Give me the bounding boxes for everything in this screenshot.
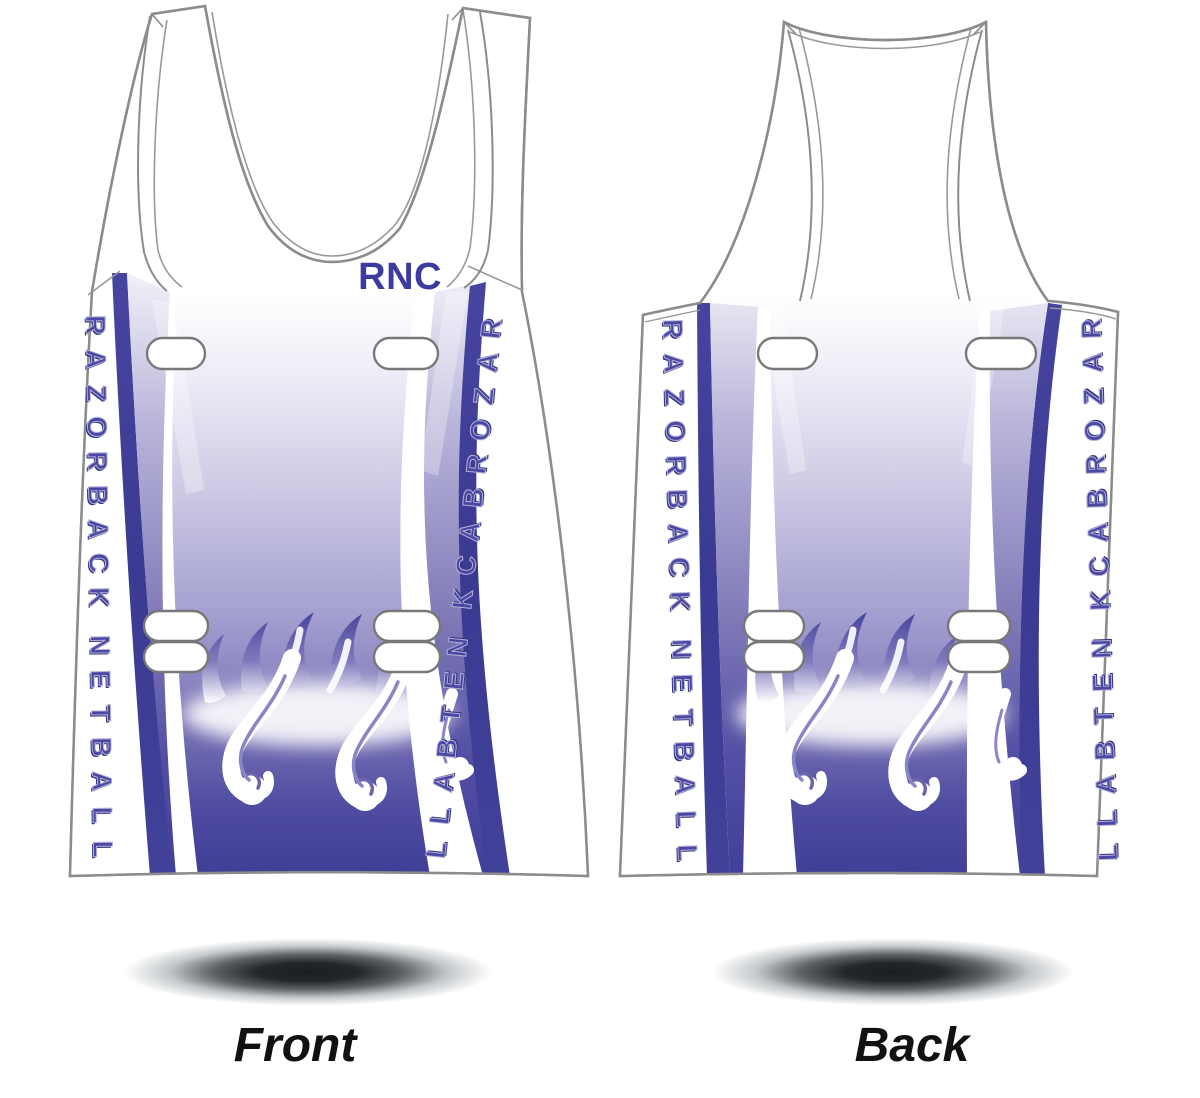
front-attachment-slots bbox=[142, 336, 442, 674]
team-name-letter: B bbox=[1080, 488, 1113, 510]
team-name-letter: R bbox=[80, 314, 112, 336]
team-name-letter: A bbox=[82, 518, 115, 540]
team-name-letter: K bbox=[664, 590, 697, 612]
back-right-stripe bbox=[1019, 303, 1062, 876]
front-seams bbox=[87, 7, 523, 296]
team-name-letter: E bbox=[85, 669, 117, 689]
team-name-letter: C bbox=[449, 554, 483, 578]
team-name-letter: A bbox=[426, 770, 460, 794]
team-name-letter: B bbox=[430, 737, 464, 761]
attachment-slot bbox=[372, 609, 442, 643]
team-name-letter: N bbox=[440, 635, 474, 659]
team-name-letter: E bbox=[437, 670, 471, 692]
team-name-letter: B bbox=[668, 740, 701, 762]
back-left-stripe bbox=[697, 303, 730, 876]
attachment-slot bbox=[142, 640, 210, 674]
team-name-letter: E bbox=[667, 673, 700, 693]
team-name-letter: A bbox=[658, 352, 691, 374]
team-name-letter: Z bbox=[81, 384, 113, 402]
team-name-letter: A bbox=[452, 520, 486, 544]
team-name-letter: L bbox=[87, 840, 119, 858]
team-name-letter: O bbox=[1078, 419, 1111, 443]
team-name-letter: T bbox=[433, 704, 467, 725]
front-garment bbox=[68, 4, 590, 878]
attachment-slot bbox=[742, 640, 806, 674]
front-chest-logo: RNC bbox=[358, 256, 442, 298]
team-name-letter: A bbox=[669, 774, 702, 796]
attachment-slot bbox=[372, 640, 442, 674]
attachment-slot bbox=[145, 336, 207, 371]
team-name-letter: N bbox=[1085, 638, 1118, 660]
team-name-letter: R bbox=[1075, 318, 1108, 340]
attachment-slot bbox=[756, 336, 819, 371]
back-view-label: Back bbox=[854, 1019, 970, 1072]
team-name-letter: R bbox=[474, 317, 508, 341]
team-name-letter: O bbox=[463, 418, 497, 444]
team-name-letter: R bbox=[460, 452, 494, 476]
team-name-letter: C bbox=[83, 552, 115, 574]
front-floor-shadow bbox=[58, 926, 558, 1018]
team-name-letter: L bbox=[670, 809, 703, 828]
attachment-slot bbox=[372, 336, 440, 371]
team-name-letter: A bbox=[470, 351, 504, 375]
team-name-letter: K bbox=[445, 587, 479, 611]
team-name-letter: K bbox=[1083, 590, 1116, 612]
team-name-letter: B bbox=[661, 488, 694, 510]
team-name-letter: Z bbox=[1077, 388, 1110, 407]
back-floor-shadow bbox=[648, 926, 1138, 1018]
team-name-letter: C bbox=[663, 556, 696, 578]
team-name-letter: T bbox=[1087, 707, 1120, 726]
team-name-letter: T bbox=[668, 707, 700, 726]
team-name-letter: A bbox=[86, 770, 118, 792]
attachment-slot bbox=[946, 609, 1012, 643]
team-name-letter: T bbox=[85, 704, 117, 722]
team-name-letter: L bbox=[86, 806, 119, 824]
back-attachment-slots bbox=[742, 336, 1038, 674]
team-name-letter: L bbox=[423, 806, 457, 827]
team-name-letter: L bbox=[1090, 809, 1123, 828]
team-name-letter: B bbox=[82, 484, 114, 506]
team-name-letter: E bbox=[1086, 673, 1119, 693]
team-name-letter: O bbox=[81, 416, 113, 439]
team-name-letter: A bbox=[1081, 522, 1114, 544]
team-name-letter: A bbox=[80, 348, 112, 370]
team-name-letter: O bbox=[660, 419, 693, 443]
team-name-letter: B bbox=[456, 486, 490, 510]
team-name-letter: C bbox=[1082, 556, 1115, 578]
team-name-letter: R bbox=[1079, 454, 1112, 476]
team-name-letter: R bbox=[661, 454, 694, 476]
team-name-letter: B bbox=[1088, 740, 1121, 762]
front-view-label: Front bbox=[233, 1019, 357, 1072]
attachment-slot bbox=[142, 609, 210, 643]
team-name-letter bbox=[460, 616, 461, 630]
team-name-letter: R bbox=[81, 450, 114, 472]
flame-motif bbox=[183, 612, 474, 811]
team-name-letter: N bbox=[666, 638, 699, 660]
team-name-letter: L bbox=[1091, 843, 1124, 862]
team-name-letter: N bbox=[84, 634, 116, 656]
attachment-slot bbox=[964, 336, 1038, 371]
team-name-letter: B bbox=[85, 736, 118, 758]
team-name-letter: R bbox=[657, 318, 690, 340]
team-name-letter: A bbox=[1076, 352, 1109, 374]
team-name-letter: L bbox=[671, 843, 704, 862]
front-left-stripe bbox=[112, 273, 173, 876]
team-name-letter: Z bbox=[659, 388, 691, 407]
team-name-letter: Z bbox=[467, 386, 501, 407]
back-garment bbox=[618, 19, 1120, 878]
team-name-letter: A bbox=[662, 522, 695, 544]
attachment-slot bbox=[742, 609, 806, 643]
team-name-letter: A bbox=[1089, 774, 1122, 796]
attachment-slot bbox=[946, 640, 1012, 674]
team-name-letter: L bbox=[419, 840, 453, 861]
team-name-letter: K bbox=[83, 586, 116, 608]
